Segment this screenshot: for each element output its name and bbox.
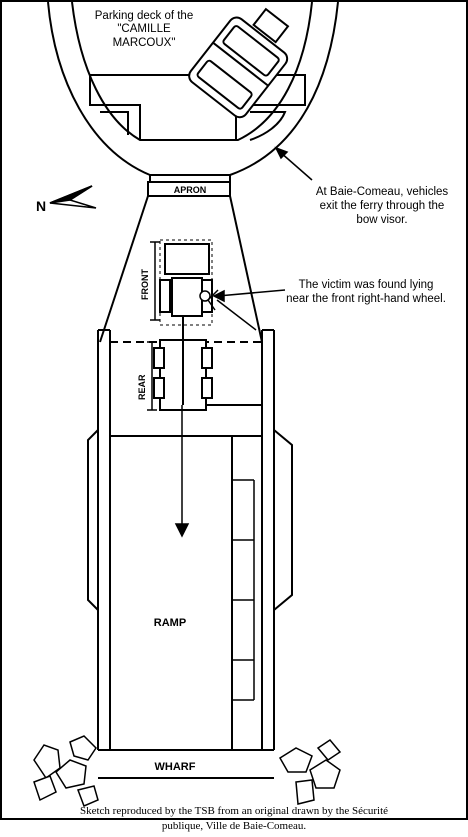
car-on-deck: [188, 7, 290, 119]
north-label: N: [36, 198, 46, 214]
ramp-label: RAMP: [154, 617, 186, 629]
truck-dashed-outline: [159, 239, 213, 326]
exit-note-line3: bow visor.: [356, 214, 407, 226]
front-dimension: [150, 241, 160, 321]
north-arrow: [49, 185, 97, 209]
victim-figure: [199, 289, 219, 311]
ferry-bow: [47, 1, 339, 183]
ramp-right-segments: [232, 479, 255, 701]
victim-pointer: [212, 289, 286, 331]
wharf: [98, 749, 274, 779]
travel-direction-arrow: [174, 405, 190, 538]
front-label: FRONT: [140, 269, 150, 300]
exit-note-line1: At Baie-Comeau, vehicles: [316, 186, 449, 198]
deck-label-line2: "CAMILLE: [117, 23, 171, 35]
apron: [147, 181, 231, 197]
rear-label: REAR: [137, 374, 147, 400]
ramp-outer-bumps: [87, 429, 293, 611]
victim-note-line2: near the front right-hand wheel.: [286, 293, 446, 305]
deck-label-line1: Parking deck of the: [95, 10, 193, 22]
victim-note-line1: The victim was found lying: [299, 279, 434, 291]
rocks-left: [33, 735, 99, 807]
rocks-right: [278, 739, 342, 805]
wharf-label: WHARF: [155, 761, 196, 773]
border: [0, 0, 468, 820]
apron-label: APRON: [174, 185, 207, 195]
caption-line2: publique, Ville de Baie-Comeau.: [162, 820, 306, 832]
truck: [153, 243, 213, 411]
exit-pointer: [274, 146, 313, 181]
approach-lines: [99, 195, 263, 343]
rear-dimension: [147, 341, 157, 411]
caption-line1: Sketch reproduced by the TSB from an ori…: [80, 805, 388, 817]
deck-label-line3: MARCOUX": [113, 37, 176, 49]
ramp: [97, 329, 275, 750]
exit-note-line2: exit the ferry through the: [320, 200, 445, 212]
